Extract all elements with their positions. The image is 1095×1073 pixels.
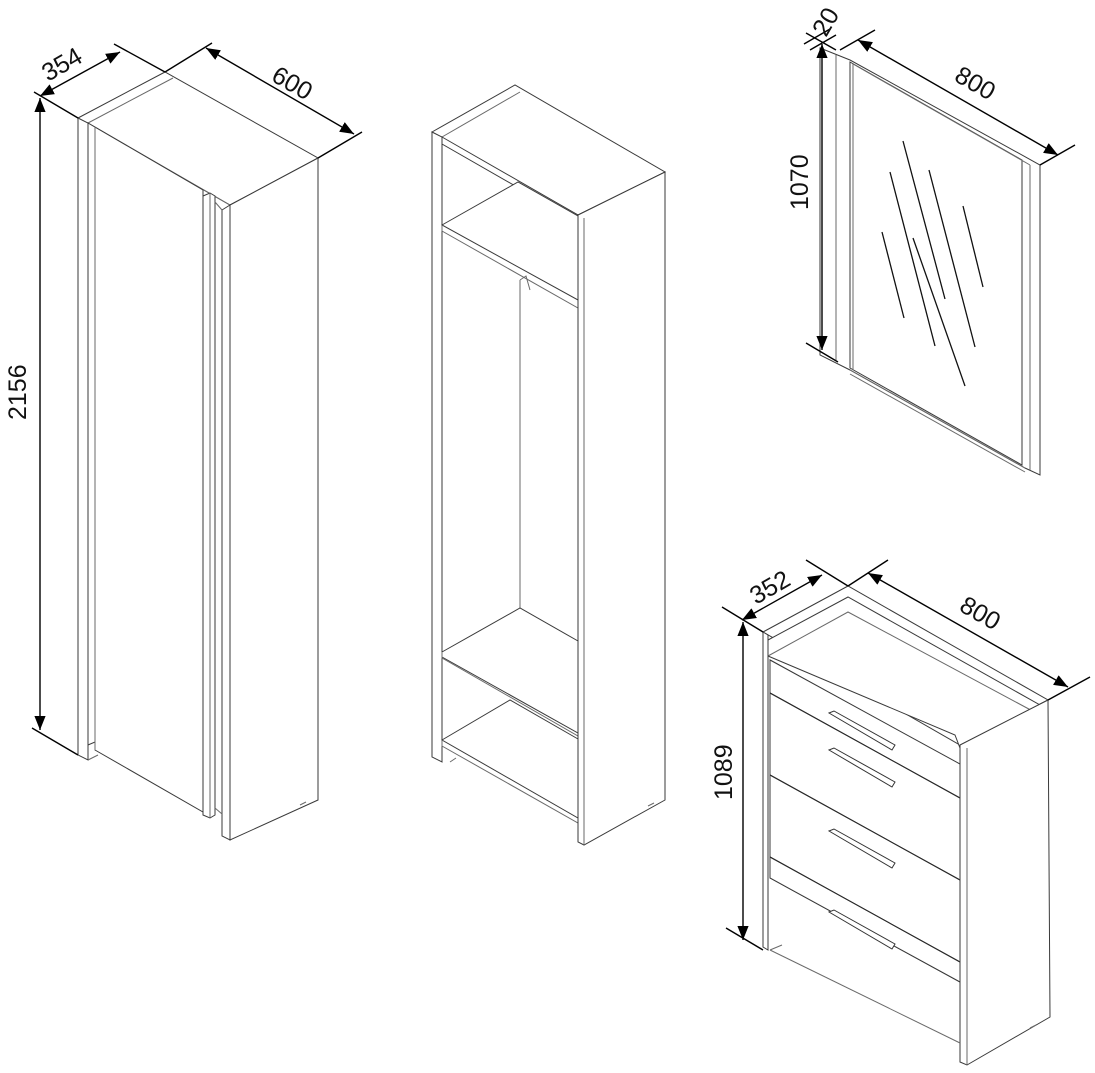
mirror-thickness-label: 20 bbox=[807, 3, 845, 41]
drawer-handle-2[interactable] bbox=[827, 747, 896, 788]
mirror: 20 800 1070 bbox=[786, 3, 1076, 476]
chest-of-drawers: 352 800 1089 bbox=[710, 559, 1091, 1066]
wardrobe: 354 600 2156 bbox=[4, 42, 363, 841]
wardrobe-door-gap bbox=[202, 192, 216, 819]
open-unit-left-side bbox=[431, 131, 443, 763]
chest-right-side bbox=[959, 699, 1051, 1066]
mirror-width-label: 800 bbox=[950, 61, 1000, 106]
wardrobe-right-edge bbox=[221, 204, 231, 841]
chest-depth-label: 352 bbox=[745, 565, 795, 610]
reflection-line bbox=[889, 171, 936, 347]
wardrobe-width-label: 600 bbox=[267, 61, 317, 106]
reflection-line bbox=[902, 140, 946, 300]
reflection-line bbox=[912, 237, 966, 387]
reflection-line bbox=[962, 205, 984, 288]
drawer-handle-3[interactable] bbox=[827, 828, 896, 869]
reflection-line bbox=[881, 231, 905, 319]
drawer-handle-4[interactable] bbox=[827, 909, 896, 950]
open-shelf-unit bbox=[430, 84, 667, 846]
chest-left-side bbox=[762, 631, 769, 951]
drawer-handle-1[interactable] bbox=[827, 710, 896, 751]
wardrobe-height-label: 2156 bbox=[4, 364, 32, 420]
open-unit-right-side bbox=[577, 171, 666, 846]
mirror-height-label: 1070 bbox=[786, 154, 814, 210]
wardrobe-left-side bbox=[77, 117, 89, 761]
wardrobe-door-left bbox=[87, 122, 204, 813]
wardrobe-depth-label: 354 bbox=[37, 42, 87, 87]
chest-width-label: 800 bbox=[955, 591, 1005, 636]
wardrobe-right-side bbox=[229, 157, 319, 841]
reflection-line bbox=[928, 169, 976, 348]
chest-height-label: 1089 bbox=[710, 744, 738, 800]
